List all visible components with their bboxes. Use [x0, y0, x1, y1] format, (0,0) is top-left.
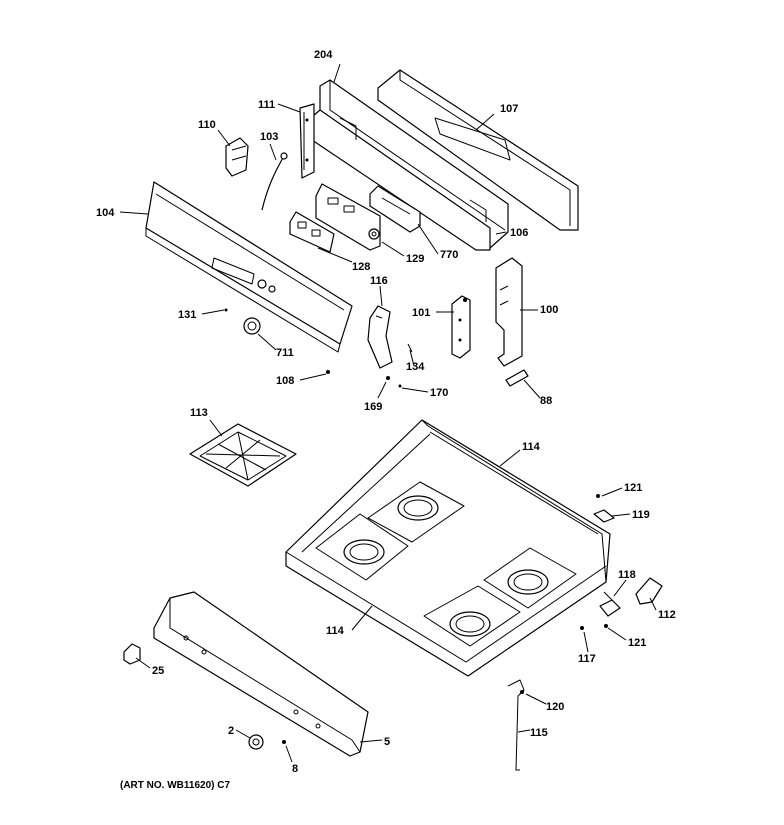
part-169-screw	[386, 376, 390, 380]
callout-116: 116	[370, 275, 388, 287]
leader-lines	[119, 63, 657, 763]
callout-118: 118	[618, 569, 636, 581]
callout-770: 770	[440, 249, 458, 261]
callout-121-top: 121	[624, 482, 642, 494]
part-119-clip	[593, 509, 615, 523]
part-107-trim	[377, 69, 579, 231]
part-120-screw	[520, 690, 524, 694]
callout-131: 131	[178, 309, 196, 321]
callout-119: 119	[632, 509, 650, 521]
callout-104: 104	[96, 207, 115, 219]
part-113-grate	[189, 423, 297, 487]
part-103-wire	[261, 152, 288, 211]
callout-128: 128	[352, 261, 370, 273]
callout-106: 106	[510, 227, 528, 239]
callout-111: 111	[258, 99, 275, 111]
part-25-valve	[123, 643, 141, 665]
callout-8: 8	[292, 763, 298, 775]
callout-100: 100	[540, 304, 558, 316]
part-770-board	[369, 185, 421, 233]
part-170-clip	[398, 384, 402, 388]
part-110-clip	[225, 137, 249, 177]
callout-120: 120	[546, 701, 564, 713]
part-112-clip	[635, 577, 663, 605]
part-106-backguard	[305, 79, 509, 251]
part-128-board	[289, 211, 335, 253]
part-88-clip	[505, 369, 529, 387]
callout-115: 115	[530, 727, 548, 739]
callout-117: 117	[578, 653, 596, 665]
callout-114-top: 114	[522, 441, 541, 453]
part-134-screw	[407, 343, 413, 353]
part-711-knob	[243, 317, 261, 335]
callout-134: 134	[406, 361, 425, 373]
part-121-screw-top	[596, 494, 600, 498]
art-number-caption: (ART NO. WB11620) C7	[120, 780, 230, 791]
callout-108: 108	[276, 375, 294, 387]
callout-2: 2	[228, 725, 234, 737]
callout-112: 112	[658, 609, 676, 621]
callout-labels: 204 107 111 110 103 104 106 128 129 770 …	[96, 49, 676, 775]
part-121-screw-bottom	[604, 624, 608, 628]
callout-113: 113	[190, 407, 208, 419]
callout-121-bottom: 121	[628, 637, 646, 649]
part-2-knob	[248, 734, 264, 750]
part-101-bracket	[451, 295, 471, 359]
part-5-manifold-panel	[153, 591, 369, 757]
part-117-screw	[580, 626, 584, 630]
part-118-hinge	[599, 591, 621, 617]
callout-169: 169	[364, 401, 382, 413]
part-116-trim	[367, 305, 393, 369]
callout-103: 103	[260, 131, 278, 143]
part-100-bracket	[495, 257, 523, 367]
callout-101: 101	[412, 307, 430, 319]
callout-25: 25	[152, 665, 164, 677]
callout-114-bottom: 114	[326, 625, 345, 637]
callout-129: 129	[406, 253, 424, 265]
part-111-bracket	[299, 103, 315, 179]
part-114-cooktop	[285, 419, 611, 677]
callout-204: 204	[314, 49, 333, 61]
part-131-screw	[224, 308, 228, 312]
callout-88: 88	[540, 395, 552, 407]
callout-5: 5	[384, 736, 390, 748]
callout-107: 107	[500, 103, 518, 115]
callout-110: 110	[198, 119, 216, 131]
part-108-screw	[326, 370, 330, 374]
callout-170: 170	[430, 387, 448, 399]
part-8-screw	[282, 740, 286, 744]
callout-711: 711	[276, 347, 294, 359]
part-129-clock	[315, 183, 381, 251]
part-104-control-panel	[145, 181, 353, 353]
